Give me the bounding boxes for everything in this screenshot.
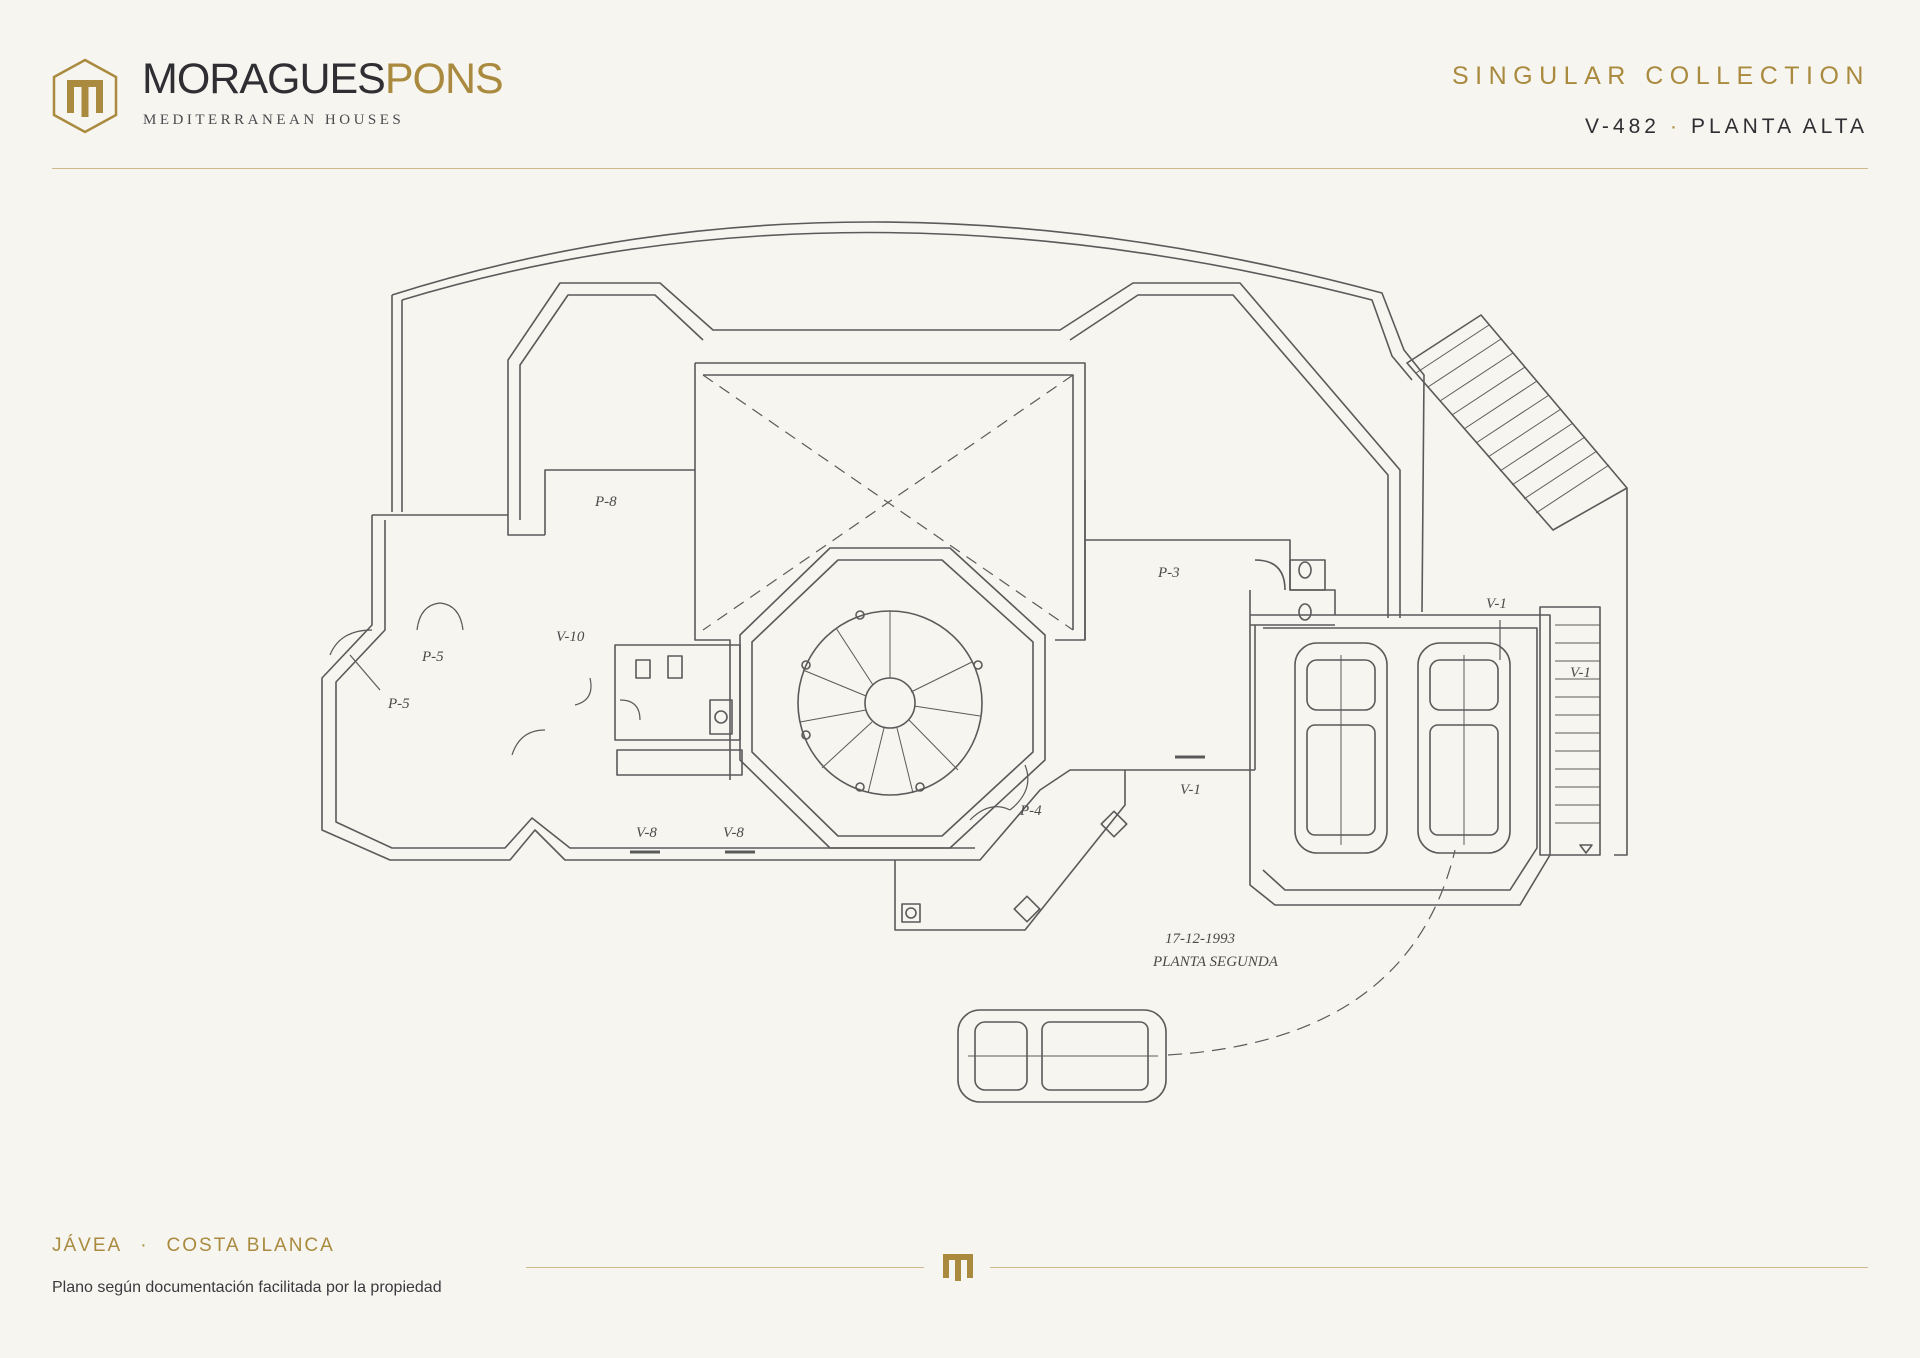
roof-void [702, 374, 1074, 631]
footer-city: JÁVEA [52, 1235, 123, 1256]
floor-name: PLANTA ALTA [1690, 115, 1868, 138]
label-v10: V-10 [556, 629, 585, 645]
exterior-stair-top [1406, 314, 1628, 856]
label-date: 17-12-1993 [1165, 931, 1235, 947]
footer-region: COSTA BLANCA [166, 1235, 335, 1256]
plan-reference: V-482 · PLANTA ALTA [1585, 115, 1868, 139]
footer-divider-left [526, 1267, 924, 1268]
driveway-car [957, 1009, 1167, 1103]
doors [329, 602, 1501, 821]
footer-logo-icon [943, 1254, 973, 1281]
reference-code: V-482 [1585, 115, 1660, 138]
brand-name-gold: PONS [384, 55, 504, 103]
floor-plan-drawing: P-8 P-3 P-5 P-5 V-10 V-1 V-1 V-1 P-4 V-8… [321, 221, 1628, 1103]
reference-separator: · [1669, 115, 1681, 138]
label-p4: P-4 [1019, 803, 1042, 819]
label-v1-stair: V-1 [1570, 665, 1591, 681]
brand-name: MORAGUESPONS [142, 55, 504, 103]
floor-plan: P-8 P-3 P-5 P-5 V-10 V-1 V-1 V-1 P-4 V-8… [0, 175, 1920, 1185]
brand-name-dark: MORAGUES [142, 55, 386, 103]
outer-terrace [391, 221, 1425, 613]
label-level: PLANTA SEGUNDA [1152, 954, 1279, 970]
garage-car-2 [1417, 642, 1511, 854]
collection-title: SINGULAR COLLECTION [1451, 62, 1870, 90]
driveway-path [1167, 849, 1456, 1056]
label-p5-lower: P-5 [387, 696, 410, 712]
bathroom [614, 644, 743, 776]
footer-disclaimer: Plano según documentación facilitada por… [52, 1279, 442, 1296]
building-walls [321, 282, 1551, 906]
label-p8: P-8 [594, 494, 617, 510]
footer-divider-right [990, 1267, 1868, 1268]
brand-tagline: MEDITERRANEAN HOUSES [143, 112, 405, 128]
garage-car-1 [1294, 642, 1388, 854]
page-header: MORAGUESPONS MEDITERRANEAN HOUSES SINGUL… [0, 0, 1920, 175]
entrance-terrace [630, 755, 1205, 931]
label-p3: P-3 [1157, 565, 1180, 581]
footer-location: JÁVEA · COSTA BLANCA [52, 1235, 335, 1257]
label-v8-left: V-8 [636, 825, 657, 841]
label-v1-terrace: V-1 [1180, 782, 1201, 798]
label-v8-right: V-8 [723, 825, 744, 841]
label-v1-garage: V-1 [1486, 596, 1507, 612]
brand-logo-icon [52, 58, 118, 134]
stair-hall [739, 547, 1046, 849]
small-wc [1254, 559, 1326, 621]
header-divider [52, 168, 1868, 169]
exterior-stair-right [1539, 606, 1601, 856]
footer-separator: · [140, 1235, 149, 1256]
label-p5-upper: P-5 [421, 649, 444, 665]
